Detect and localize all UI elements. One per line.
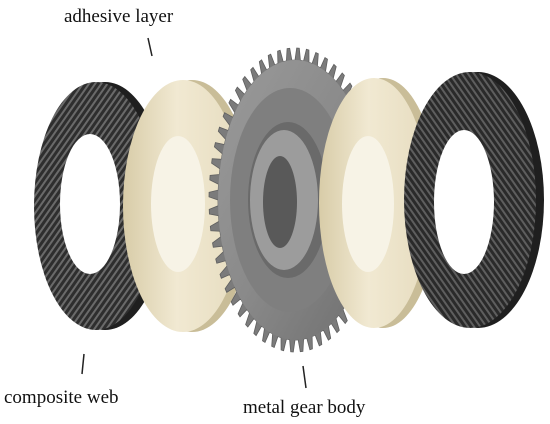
adhesive-layer-right-hole (342, 136, 394, 272)
gear-bore (263, 156, 297, 248)
composite-web-right (404, 72, 544, 328)
label-adhesive-layer: adhesive layer (64, 6, 174, 27)
adhesive-layer-left-hole (151, 136, 205, 272)
composite-web-right-hole (434, 130, 494, 274)
label-composite-web: composite web (4, 387, 119, 408)
adhesive-layer-right (319, 78, 438, 328)
leader-adhesive-layer (147, 37, 153, 57)
label-metal-gear-body: metal gear body (243, 397, 366, 418)
leader-metal-gear-body (302, 365, 307, 389)
adhesive-layer-left (123, 80, 252, 332)
leader-composite-web (81, 353, 85, 375)
composite-web-left-hole (60, 134, 120, 274)
